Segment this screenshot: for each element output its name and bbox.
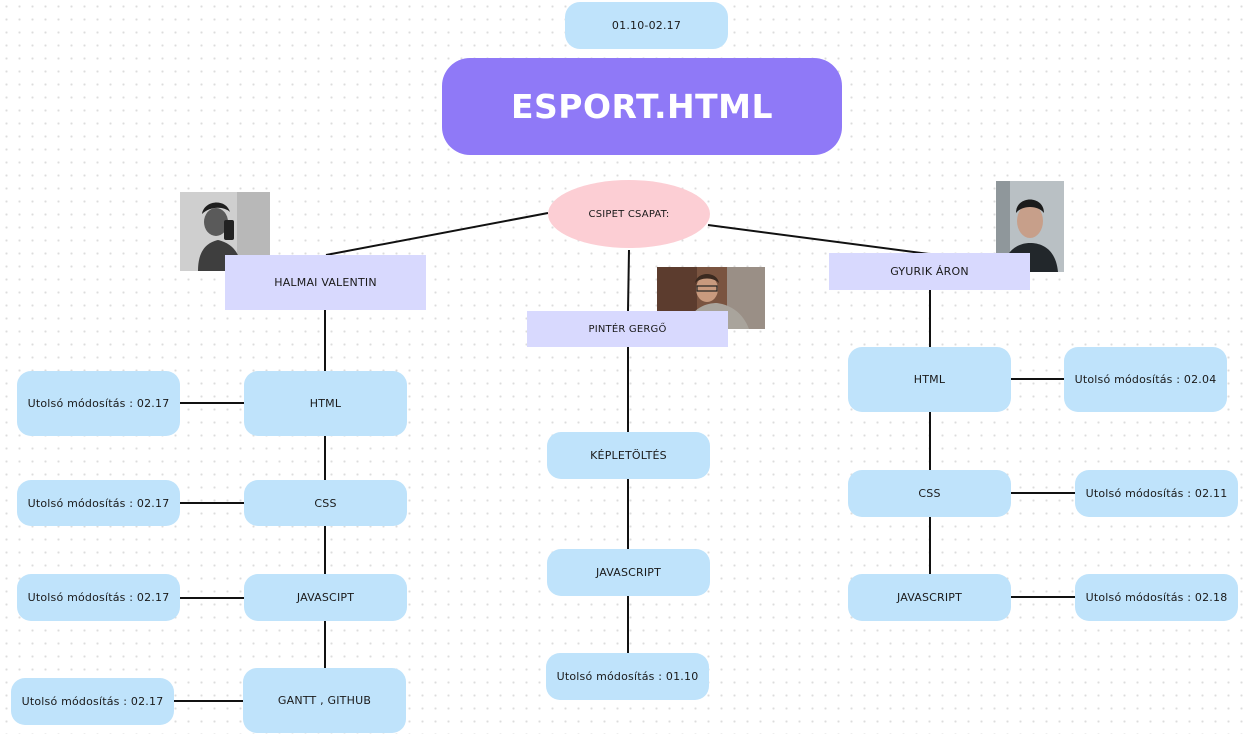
halmai-task-gantt-github: GANTT , GITHUB <box>243 668 406 733</box>
halmai-modified-css: Utolsó módosítás : 02.17 <box>17 480 180 526</box>
halmai-task-css: CSS <box>244 480 407 526</box>
halmai-modified-gantt: Utolsó módosítás : 02.17 <box>11 678 174 725</box>
member-name-gyurik: GYURIK ÁRON <box>829 253 1030 290</box>
pinter-task-kepletoltes: KÉPLETÖLTÉS <box>547 432 710 479</box>
connector-team-halmai <box>325 212 549 256</box>
gyurik-aron-photo <box>996 181 1064 272</box>
team-ellipse: CSIPET CSAPAT: <box>548 180 710 248</box>
pinter-modified: Utolsó módosítás : 01.10 <box>546 653 709 700</box>
gyurik-modified-css: Utolsó módosítás : 02.11 <box>1075 470 1238 517</box>
connector-team-gyurik <box>707 224 930 255</box>
member-name-halmai: HALMAI VALENTIN <box>225 255 426 310</box>
gyurik-task-css: CSS <box>848 470 1011 517</box>
date-range-box: 01.10-02.17 <box>565 2 728 49</box>
halmai-modified-javascript: Utolsó módosítás : 02.17 <box>17 574 180 621</box>
halmai-modified-html: Utolsó módosítás : 02.17 <box>17 371 180 436</box>
gyurik-modified-html: Utolsó módosítás : 02.04 <box>1064 347 1227 412</box>
gyurik-task-javascript: JAVASCRIPT <box>848 574 1011 621</box>
halmai-task-html: HTML <box>244 371 407 436</box>
project-title: ESPORT.HTML <box>442 58 842 155</box>
pinter-task-javascript: JAVASCRIPT <box>547 549 710 596</box>
halmai-task-javascript: JAVASCIPT <box>244 574 407 621</box>
gyurik-modified-javascript: Utolsó módosítás : 02.18 <box>1075 574 1238 621</box>
gyurik-task-html: HTML <box>848 347 1011 412</box>
member-name-pinter: PINTÉR GERGŐ <box>527 311 728 347</box>
connector-team-pinter <box>627 249 630 312</box>
